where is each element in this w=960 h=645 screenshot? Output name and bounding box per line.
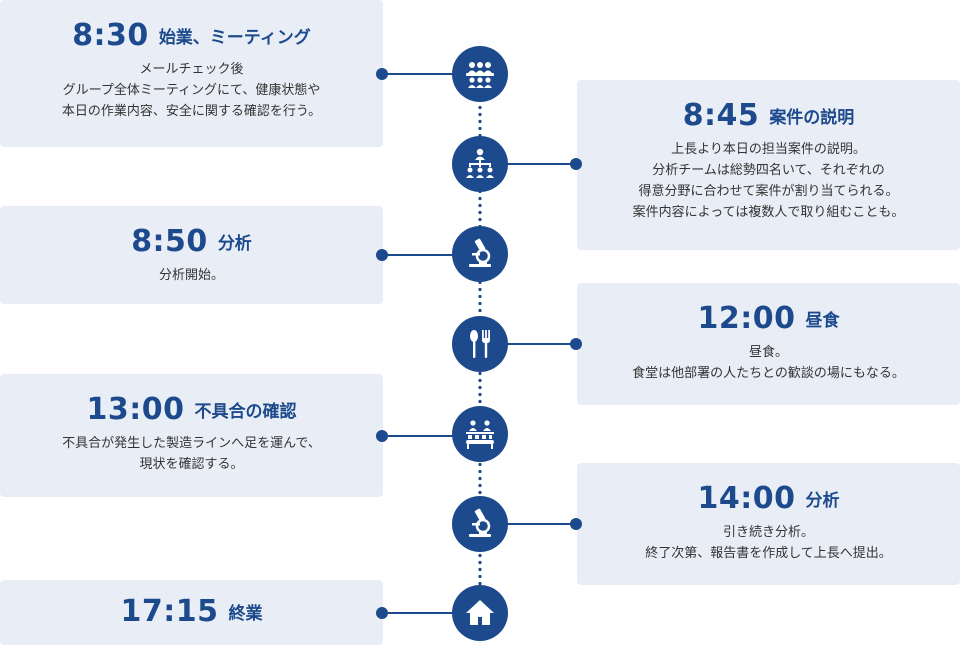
microscope-icon bbox=[452, 226, 508, 282]
description-line: 分析チームは総勢四名いて、それぞれの bbox=[652, 163, 885, 178]
connector-line bbox=[500, 343, 576, 345]
timeline-card-1300: 13:00 不具合の確認 不具合が発生した製造ラインへ足を運んで、 現状を確認する… bbox=[0, 374, 383, 497]
timeline-card-1715: 17:15 終業 bbox=[0, 580, 383, 645]
description-line: 本日の作業内容、安全に関する確認を行う。 bbox=[61, 104, 322, 119]
event-title: 分析 bbox=[217, 234, 252, 254]
description-line: 終了次第、報告書を作成して上長へ提出。 bbox=[645, 546, 892, 561]
connector-line bbox=[382, 254, 462, 256]
event-title: 案件の説明 bbox=[769, 108, 855, 128]
event-time: 12:00 bbox=[697, 301, 796, 336]
description-line: グループ全体ミーティングにて、健康状態や bbox=[62, 83, 321, 98]
connector-line bbox=[382, 435, 462, 437]
event-title: 昼食 bbox=[805, 311, 840, 331]
timeline-card-0850: 8:50 分析 分析開始。 bbox=[0, 206, 383, 304]
event-description: 引き続き分析。 終了次第、報告書を作成して上長へ提出。 bbox=[577, 522, 960, 564]
connector-line bbox=[500, 523, 576, 525]
description-line: 分析開始。 bbox=[158, 268, 224, 283]
description-line: 昼食。 bbox=[748, 345, 788, 360]
connector-line bbox=[500, 163, 576, 165]
timeline-card-0845: 8:45 案件の説明 上長より本日の担当案件の説明。 分析チームは総勢四名いて、そ… bbox=[577, 80, 960, 250]
timeline-card-1400: 14:00 分析 引き続き分析。 終了次第、報告書を作成して上長へ提出。 bbox=[577, 463, 960, 585]
event-time: 8:45 bbox=[682, 98, 760, 133]
event-title: 不具合の確認 bbox=[194, 402, 297, 422]
connector-dot bbox=[570, 518, 582, 530]
event-time: 8:50 bbox=[131, 224, 208, 259]
connector-dot bbox=[570, 338, 582, 350]
event-description: 分析開始。 bbox=[0, 265, 383, 286]
event-title: 終業 bbox=[228, 604, 263, 624]
description-line: 現状を確認する。 bbox=[139, 457, 244, 472]
description-line: 不具合が発生した製造ラインへ足を運んで、 bbox=[62, 436, 321, 451]
event-time: 17:15 bbox=[120, 594, 219, 629]
microscope-icon bbox=[452, 496, 508, 552]
event-description: 不具合が発生した製造ラインへ足を運んで、 現状を確認する。 bbox=[0, 433, 383, 475]
event-title: 分析 bbox=[805, 491, 840, 511]
event-title: 始業、ミーティング bbox=[158, 28, 311, 48]
event-description: 上長より本日の担当案件の説明。 分析チームは総勢四名いて、それぞれの 得意分野に… bbox=[577, 139, 960, 223]
meeting-icon bbox=[452, 46, 508, 102]
timeline-card-1200: 12:00 昼食 昼食。 食堂は他部署の人たちとの歓談の場にもなる。 bbox=[577, 283, 960, 405]
event-time: 14:00 bbox=[697, 481, 796, 516]
description-line: 上長より本日の担当案件の説明。 bbox=[671, 142, 866, 157]
description-line: 引き続き分析。 bbox=[722, 525, 814, 540]
timeline-card-0830: 8:30 始業、ミーティング メールチェック後 グループ全体ミーティングにて、健康… bbox=[0, 0, 383, 147]
description-line: 食堂は他部署の人たちとの歓談の場にもなる。 bbox=[632, 366, 905, 381]
spoon-fork-icon bbox=[452, 316, 508, 372]
home-icon bbox=[452, 585, 508, 641]
connector-line bbox=[382, 612, 462, 614]
event-time: 13:00 bbox=[86, 392, 185, 427]
team-hierarchy-icon bbox=[452, 136, 508, 192]
event-time: 8:30 bbox=[72, 18, 149, 53]
production-line-icon bbox=[452, 406, 508, 462]
description-line: 案件内容によっては複数人で取り組むことも。 bbox=[632, 205, 905, 220]
event-description: 昼食。 食堂は他部署の人たちとの歓談の場にもなる。 bbox=[577, 342, 960, 384]
description-line: メールチェック後 bbox=[139, 62, 244, 77]
event-description: メールチェック後 グループ全体ミーティングにて、健康状態や 本日の作業内容、安全… bbox=[0, 59, 383, 122]
connector-dot bbox=[570, 158, 582, 170]
description-line: 得意分野に合わせて案件が割り当てられる。 bbox=[638, 184, 899, 199]
connector-line bbox=[382, 73, 462, 75]
